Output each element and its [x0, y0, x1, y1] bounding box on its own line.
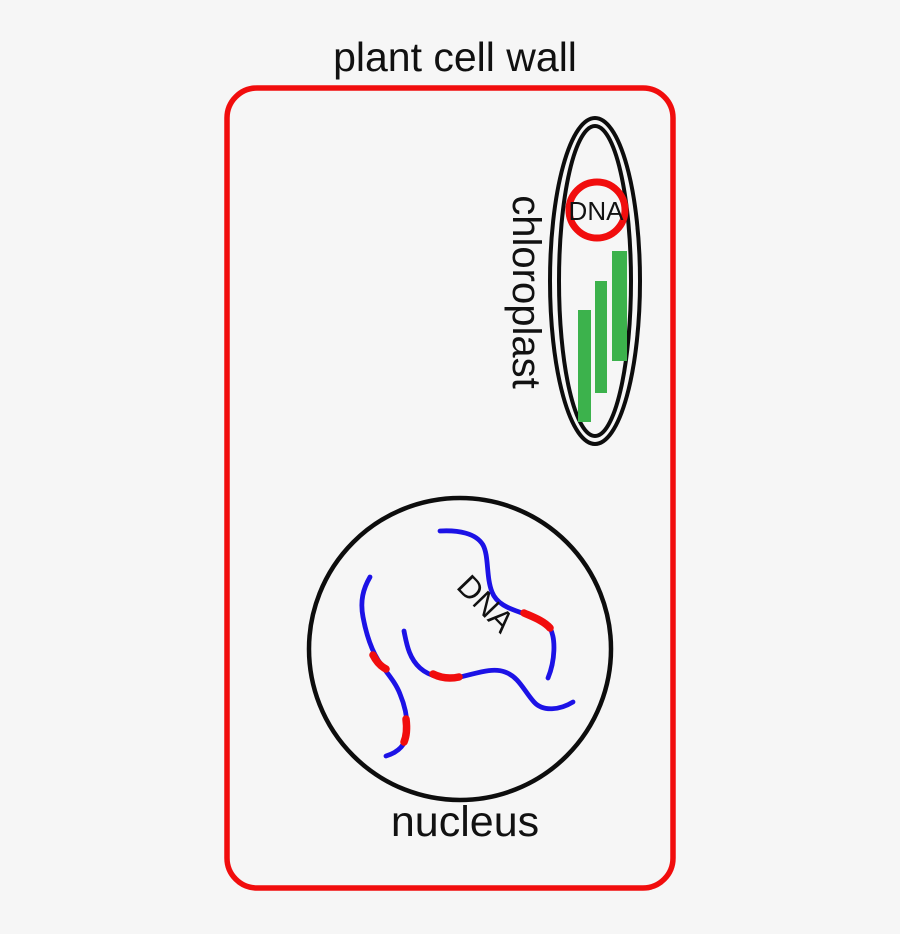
- chloroplast-outer-membrane: [548, 116, 642, 446]
- dna-strand-2: [401, 628, 576, 712]
- granum-bar-2: [595, 281, 607, 393]
- chloroplast-dna-label: DNA: [569, 196, 625, 226]
- nucleus: DNA: [306, 495, 614, 803]
- dna-highlight-1: [520, 609, 554, 632]
- cell-wall-outline: [224, 85, 676, 891]
- dna-highlight-4: [400, 715, 411, 746]
- granum-bar-1: [578, 310, 591, 422]
- nucleus-membrane: [306, 495, 614, 803]
- nucleus-label: nucleus: [391, 798, 539, 846]
- chloroplast-label: chloroplast: [504, 195, 548, 388]
- dna-highlight-2: [429, 670, 463, 682]
- chloroplast-dna-circle: [565, 178, 629, 242]
- granum-bar-3: [612, 251, 627, 361]
- dna-highlight-3: [369, 651, 390, 673]
- chloroplast: DNA chloroplast: [504, 116, 642, 446]
- chloroplast-inner-membrane: [557, 124, 633, 438]
- nucleus-dna-label: DNA: [450, 568, 521, 640]
- page-title: plant cell wall: [333, 34, 577, 80]
